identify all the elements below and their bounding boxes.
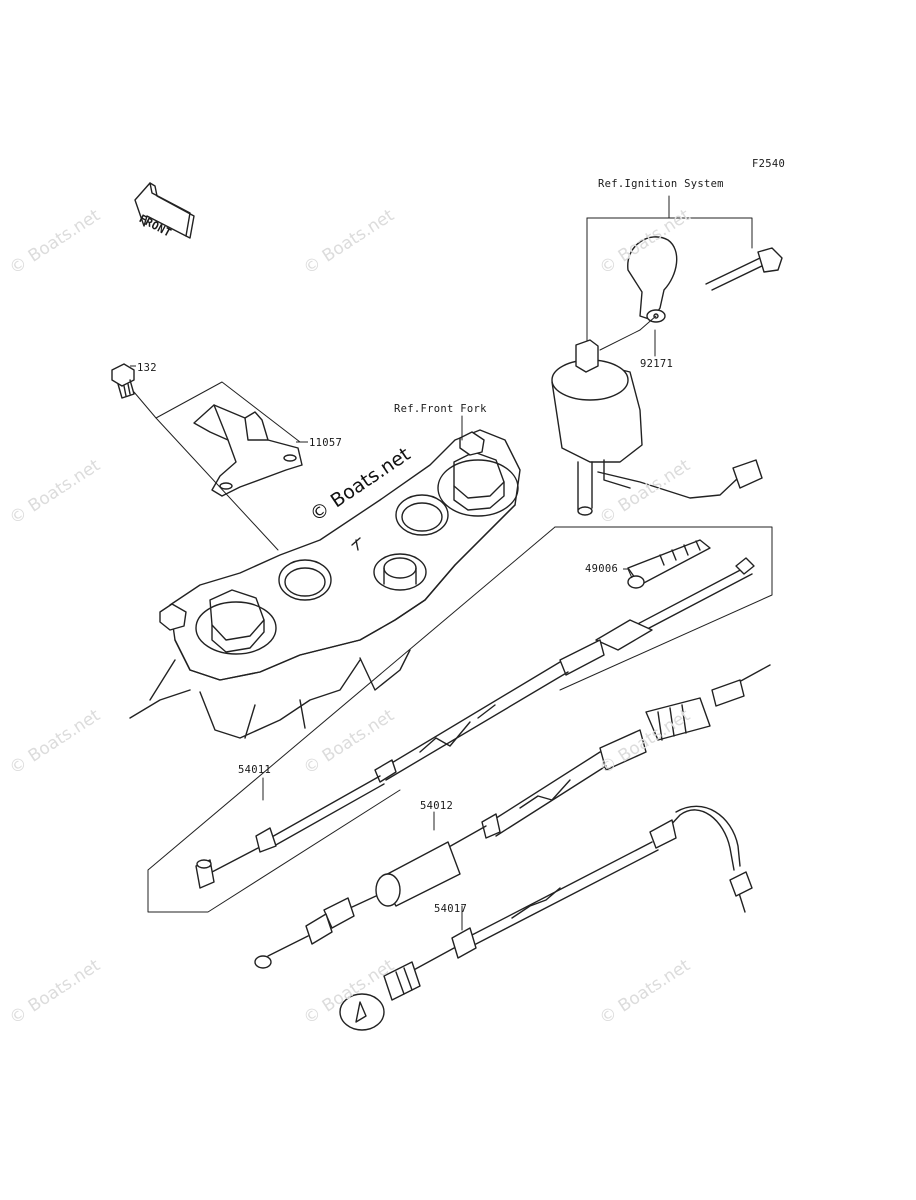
part-number-54011[interactable]: 54011 bbox=[238, 764, 272, 776]
bracket-11057-icon bbox=[193, 404, 303, 497]
clamp-92171-icon bbox=[599, 236, 783, 357]
cable-54012-icon bbox=[254, 664, 771, 969]
ignition-switch-icon bbox=[551, 339, 763, 516]
part-number-132[interactable]: 132 bbox=[137, 362, 157, 374]
figure-code: F2540 bbox=[752, 158, 786, 170]
part-number-54017[interactable]: 54017 bbox=[434, 903, 468, 915]
cable-54017-icon bbox=[339, 805, 753, 1031]
part-number-54012[interactable]: 54012 bbox=[420, 800, 454, 812]
handlebar-clamp-icon bbox=[129, 429, 521, 739]
part-number-92171[interactable]: 92171 bbox=[640, 358, 674, 370]
ref-ignition-system[interactable]: Ref.Ignition System bbox=[598, 178, 724, 190]
ref-front-fork[interactable]: Ref.Front Fork bbox=[394, 403, 487, 415]
part-number-11057[interactable]: 11057 bbox=[309, 437, 343, 449]
part-number-49006[interactable]: 49006 bbox=[585, 563, 619, 575]
cable-54011-icon bbox=[195, 557, 755, 889]
bolt-132-icon bbox=[111, 363, 135, 399]
front-arrow-icon bbox=[134, 182, 195, 239]
grommet-49006-icon bbox=[627, 539, 711, 589]
